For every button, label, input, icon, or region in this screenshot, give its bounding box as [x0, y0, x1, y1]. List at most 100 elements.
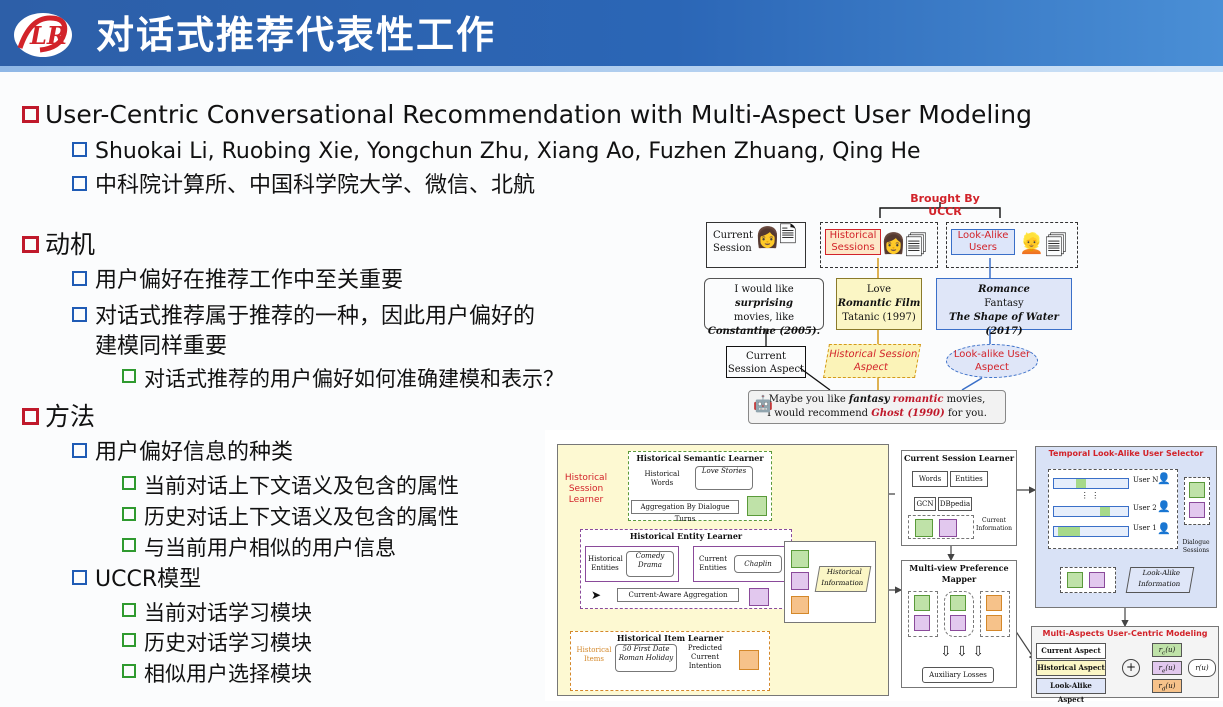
bullet-method: 方法: [22, 402, 95, 432]
mouse-pointer-icon: ➤: [591, 588, 602, 602]
bullet-text: 用户偏好信息的种类: [95, 440, 294, 465]
bullet-authors: Shuokai Li, Ruobing Xie, Yongchun Zhu, X…: [72, 137, 972, 167]
mvpm-group-lookalike: [980, 591, 1010, 637]
bullet-motivation-2-sub: 对话式推荐的用户偏好如何准确建模和表示？: [122, 364, 642, 394]
checkbox-square-icon: [72, 176, 87, 191]
multi-view-preference-mapper-panel: Multi-view Preference Mapper ⇩ ⇩ ⇩ Auxil…: [901, 560, 1017, 688]
checkbox-square-icon: [72, 307, 87, 322]
checkbox-square-icon: [122, 476, 136, 490]
user-icon: 👤: [1157, 472, 1171, 485]
love-stories-bubble: Love Stories: [695, 466, 753, 490]
lau-romance: Romance: [978, 284, 1030, 295]
entity-learner-box: Historical Entity Learner Historical Ent…: [580, 529, 792, 609]
mvpm-title: Multi-view Preference Mapper: [909, 563, 1009, 584]
checkbox-square-icon: [122, 369, 136, 383]
bullet-motivation-2: 对话式推荐属于推荐的一种，因此用户偏好的建模同样重要: [72, 302, 632, 362]
document-stack-icon: 🗐: [1045, 234, 1067, 259]
checkbox-square-icon: [122, 538, 136, 552]
bullet-method-2a: 当前对话学习模块: [122, 598, 312, 628]
lookalike-cells-group: [1184, 477, 1210, 525]
robot-icon: 🤖: [753, 394, 773, 413]
rc-score-box: rc(u): [1152, 643, 1182, 657]
hist-romantic-film: Romantic Film: [837, 298, 921, 309]
semantic-learner-box: Historical Semantic Learner Historical W…: [628, 451, 772, 523]
macm-title: Multi-Aspects User-Centric Modeling: [1042, 629, 1208, 638]
chaplin-bubble: Chaplin: [734, 555, 782, 573]
look-alike-users-label: Look-Alike Users: [951, 229, 1015, 255]
rd-score-box: rd(u): [1152, 679, 1182, 693]
checkbox-square-icon: [72, 271, 87, 286]
historical-sessions-label: Historical Sessions: [825, 229, 881, 255]
bullet-text: 相似用户选择模块: [144, 662, 312, 686]
current-aspect-box: Current Aspect: [1036, 643, 1106, 659]
current-entities-label: Current Entities: [698, 555, 728, 572]
answer-text-d: for you.: [947, 408, 987, 419]
aggregation-turns-box: Aggregation By Dialogue Turns: [631, 500, 739, 523]
current-information-label: Current Information: [975, 517, 1012, 532]
checkbox-square-icon: [22, 106, 39, 123]
lookalike-entity-cell: [1189, 502, 1205, 518]
document-stack-icon: 🗐: [905, 234, 927, 259]
session-bar: [1053, 526, 1129, 537]
slide-header: LR 对话式推荐代表性工作: [0, 0, 1223, 72]
words-box: Words: [912, 471, 948, 487]
look-alike-aspect-box: Look-Alike Aspect: [1036, 678, 1106, 704]
historical-information-box: Historical Information: [784, 541, 876, 623]
look-alike-user-aspect-box: Look-alike User Aspect: [946, 344, 1038, 378]
user-icon: 👱: [1019, 231, 1044, 255]
bullet-text: Shuokai Li, Ruobing Xie, Yongchun Zhu, X…: [95, 139, 921, 164]
checkbox-square-icon: [72, 443, 87, 458]
bullet-text: 建模同样重要: [95, 334, 228, 359]
historical-content-box: Love Romantic Film Tatanic (1997): [836, 278, 922, 330]
historical-words-label: Historical Words: [644, 470, 680, 487]
user-icon: 👩: [881, 231, 906, 255]
historical-items-label: Historical Items: [576, 646, 612, 663]
session-bar: [1053, 478, 1129, 489]
bullet-method-2c: 相似用户选择模块: [122, 659, 312, 689]
figure-uccr-architecture: Historical Session Learner Historical Se…: [545, 430, 1223, 704]
user-2-label: User 2: [1133, 504, 1157, 512]
bullet-text: 历史对话上下文语义及包含的属性: [144, 505, 459, 529]
user-icon: 👤: [1157, 500, 1171, 513]
csl-title: Current Session Learner: [903, 453, 1015, 463]
query-movie: Constantine (2005).: [707, 326, 821, 337]
user-icon: 👩: [755, 225, 780, 249]
mvpm-cell: [914, 615, 930, 631]
bullet-affiliations: 中科院计算所、中国科学院大学、微信、北航: [72, 171, 672, 201]
mvpm-cell: [914, 595, 930, 611]
bullet-motivation: 动机: [22, 230, 95, 260]
semantic-embedding-cell: [747, 496, 767, 516]
bullet-text: UCCR模型: [95, 567, 202, 592]
checkbox-square-icon: [72, 142, 87, 157]
bullet-text: 动机: [45, 230, 96, 259]
lookalike-out-cell: [1067, 572, 1083, 588]
bullet-text: 当前对话学习模块: [144, 601, 312, 625]
bullet-text: 中科院计算所、中国科学院大学、微信、北航: [95, 173, 536, 198]
checkbox-square-icon: [122, 633, 136, 647]
bullet-text: 对话式推荐的用户偏好如何准确建模和表示？: [144, 367, 564, 391]
bullet-paper-title: User-Centric Conversational Recommendati…: [22, 100, 1032, 130]
current-session-label: Current Session: [713, 230, 754, 254]
look-alike-information-label: Look-Alike Information: [1125, 567, 1195, 593]
auxiliary-losses-box: Auxiliary Losses: [922, 667, 994, 683]
query-text-1: I would like: [734, 284, 794, 295]
mvpm-group-current: [908, 591, 938, 637]
lookalike-output-cells: [1060, 567, 1116, 593]
current-entities-box: Current Entities Chaplin: [693, 546, 787, 582]
bullet-method-1a: 当前对话上下文语义及包含的属性: [122, 471, 459, 501]
query-text-2: movies, like: [733, 312, 795, 323]
checkbox-square-icon: [22, 236, 39, 253]
svg-text:LR: LR: [29, 21, 67, 50]
ellipsis: ⋮ ⋮: [1080, 491, 1100, 500]
session-bar: [1053, 506, 1129, 517]
multi-aspects-user-centric-modeling-panel: Multi-Aspects User-Centric Modeling Curr…: [1031, 626, 1219, 704]
brought-by-label: Brought By UCCR: [910, 192, 980, 218]
lookalike-out-cell: [1089, 572, 1105, 588]
user-1-label: User 1: [1133, 524, 1157, 532]
dbpedia-box: DBpedia: [938, 497, 972, 511]
dialogue-sessions-label: Dialogue Sessions: [1182, 539, 1210, 554]
current-entity-cell: [939, 519, 957, 537]
user-icon: 👤: [1157, 522, 1171, 535]
bullet-method-2: UCCR模型: [72, 565, 201, 595]
checkbox-square-icon: [122, 507, 136, 521]
